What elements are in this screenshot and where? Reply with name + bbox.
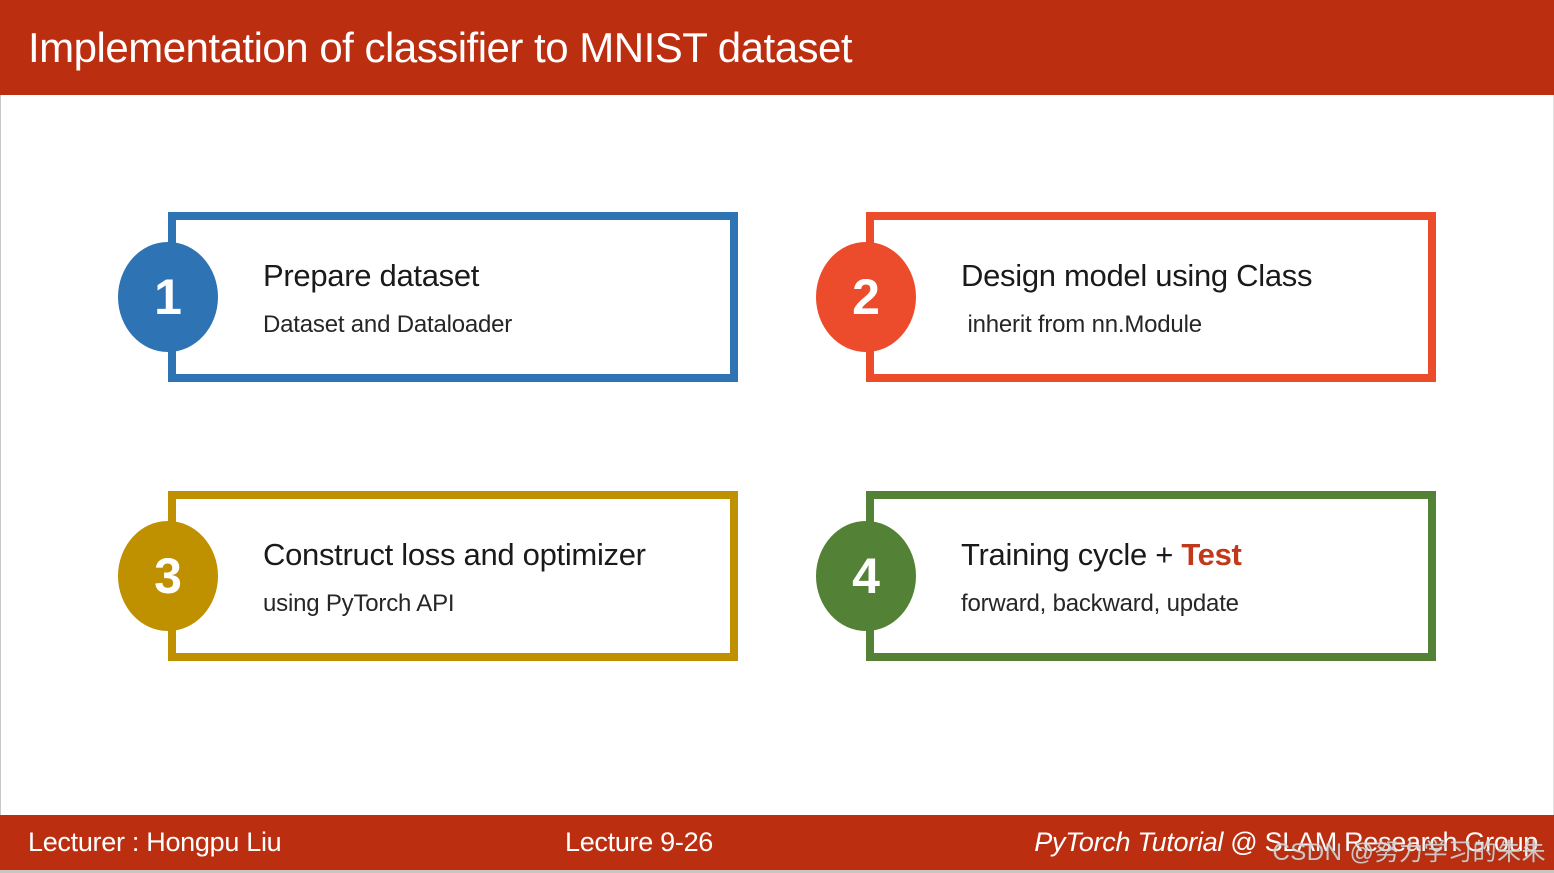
step-title: Design model using Class bbox=[961, 258, 1418, 294]
step-subtitle: forward, backward, update bbox=[961, 590, 1239, 617]
step-number: 1 bbox=[154, 269, 182, 325]
tutorial-label: PyTorch Tutorial @ SLAM Research Group bbox=[1034, 815, 1538, 870]
step-title-text: Training cycle + bbox=[961, 537, 1182, 572]
step-box-training-cycle: 4 Training cycle + Test forward, backwar… bbox=[816, 491, 1436, 661]
step-title-highlight: Test bbox=[1181, 537, 1242, 572]
step-title-text: Construct loss and optimizer bbox=[263, 537, 646, 572]
step-box-prepare-dataset: 1 Prepare dataset Dataset and Dataloader bbox=[118, 212, 738, 382]
tutorial-name: PyTorch Tutorial bbox=[1034, 827, 1224, 857]
step-box-design-model: 2 Design model using Class inherit from … bbox=[816, 212, 1436, 382]
step-subtitle: inherit from nn.Module bbox=[961, 311, 1202, 338]
step-number-badge: 1 bbox=[118, 242, 218, 352]
tutorial-group: @ SLAM Research Group bbox=[1223, 827, 1538, 857]
footer-bar: Lecturer : Hongpu Liu Lecture 9-26 PyTor… bbox=[0, 815, 1554, 873]
step-number: 4 bbox=[852, 548, 880, 604]
step-texts: Prepare dataset Dataset and Dataloader bbox=[263, 258, 720, 339]
step-title-text: Design model using Class bbox=[961, 258, 1313, 293]
bottom-edge-line bbox=[0, 870, 1554, 873]
page-title: Implementation of classifier to MNIST da… bbox=[28, 23, 853, 71]
step-texts: Training cycle + Test forward, backward,… bbox=[961, 537, 1418, 618]
step-title: Training cycle + Test bbox=[961, 537, 1418, 573]
step-number: 3 bbox=[154, 548, 182, 604]
step-title-text: Prepare dataset bbox=[263, 258, 480, 293]
step-box-construct-loss: 3 Construct loss and optimizer using PyT… bbox=[118, 491, 738, 661]
lecturer-label: Lecturer : Hongpu Liu bbox=[28, 827, 282, 857]
step-texts: Construct loss and optimizer using PyTor… bbox=[263, 537, 720, 618]
step-title: Construct loss and optimizer bbox=[263, 537, 720, 573]
step-texts: Design model using Class inherit from nn… bbox=[961, 258, 1418, 339]
step-subtitle: using PyTorch API bbox=[263, 590, 455, 617]
step-number-badge: 2 bbox=[816, 242, 916, 352]
step-number: 2 bbox=[852, 269, 880, 325]
header-bar: Implementation of classifier to MNIST da… bbox=[0, 0, 1554, 95]
step-number-badge: 3 bbox=[118, 521, 218, 631]
step-subtitle: Dataset and Dataloader bbox=[263, 311, 513, 338]
lecture-number: Lecture 9-26 bbox=[565, 827, 713, 857]
step-title: Prepare dataset bbox=[263, 258, 720, 294]
step-number-badge: 4 bbox=[816, 521, 916, 631]
